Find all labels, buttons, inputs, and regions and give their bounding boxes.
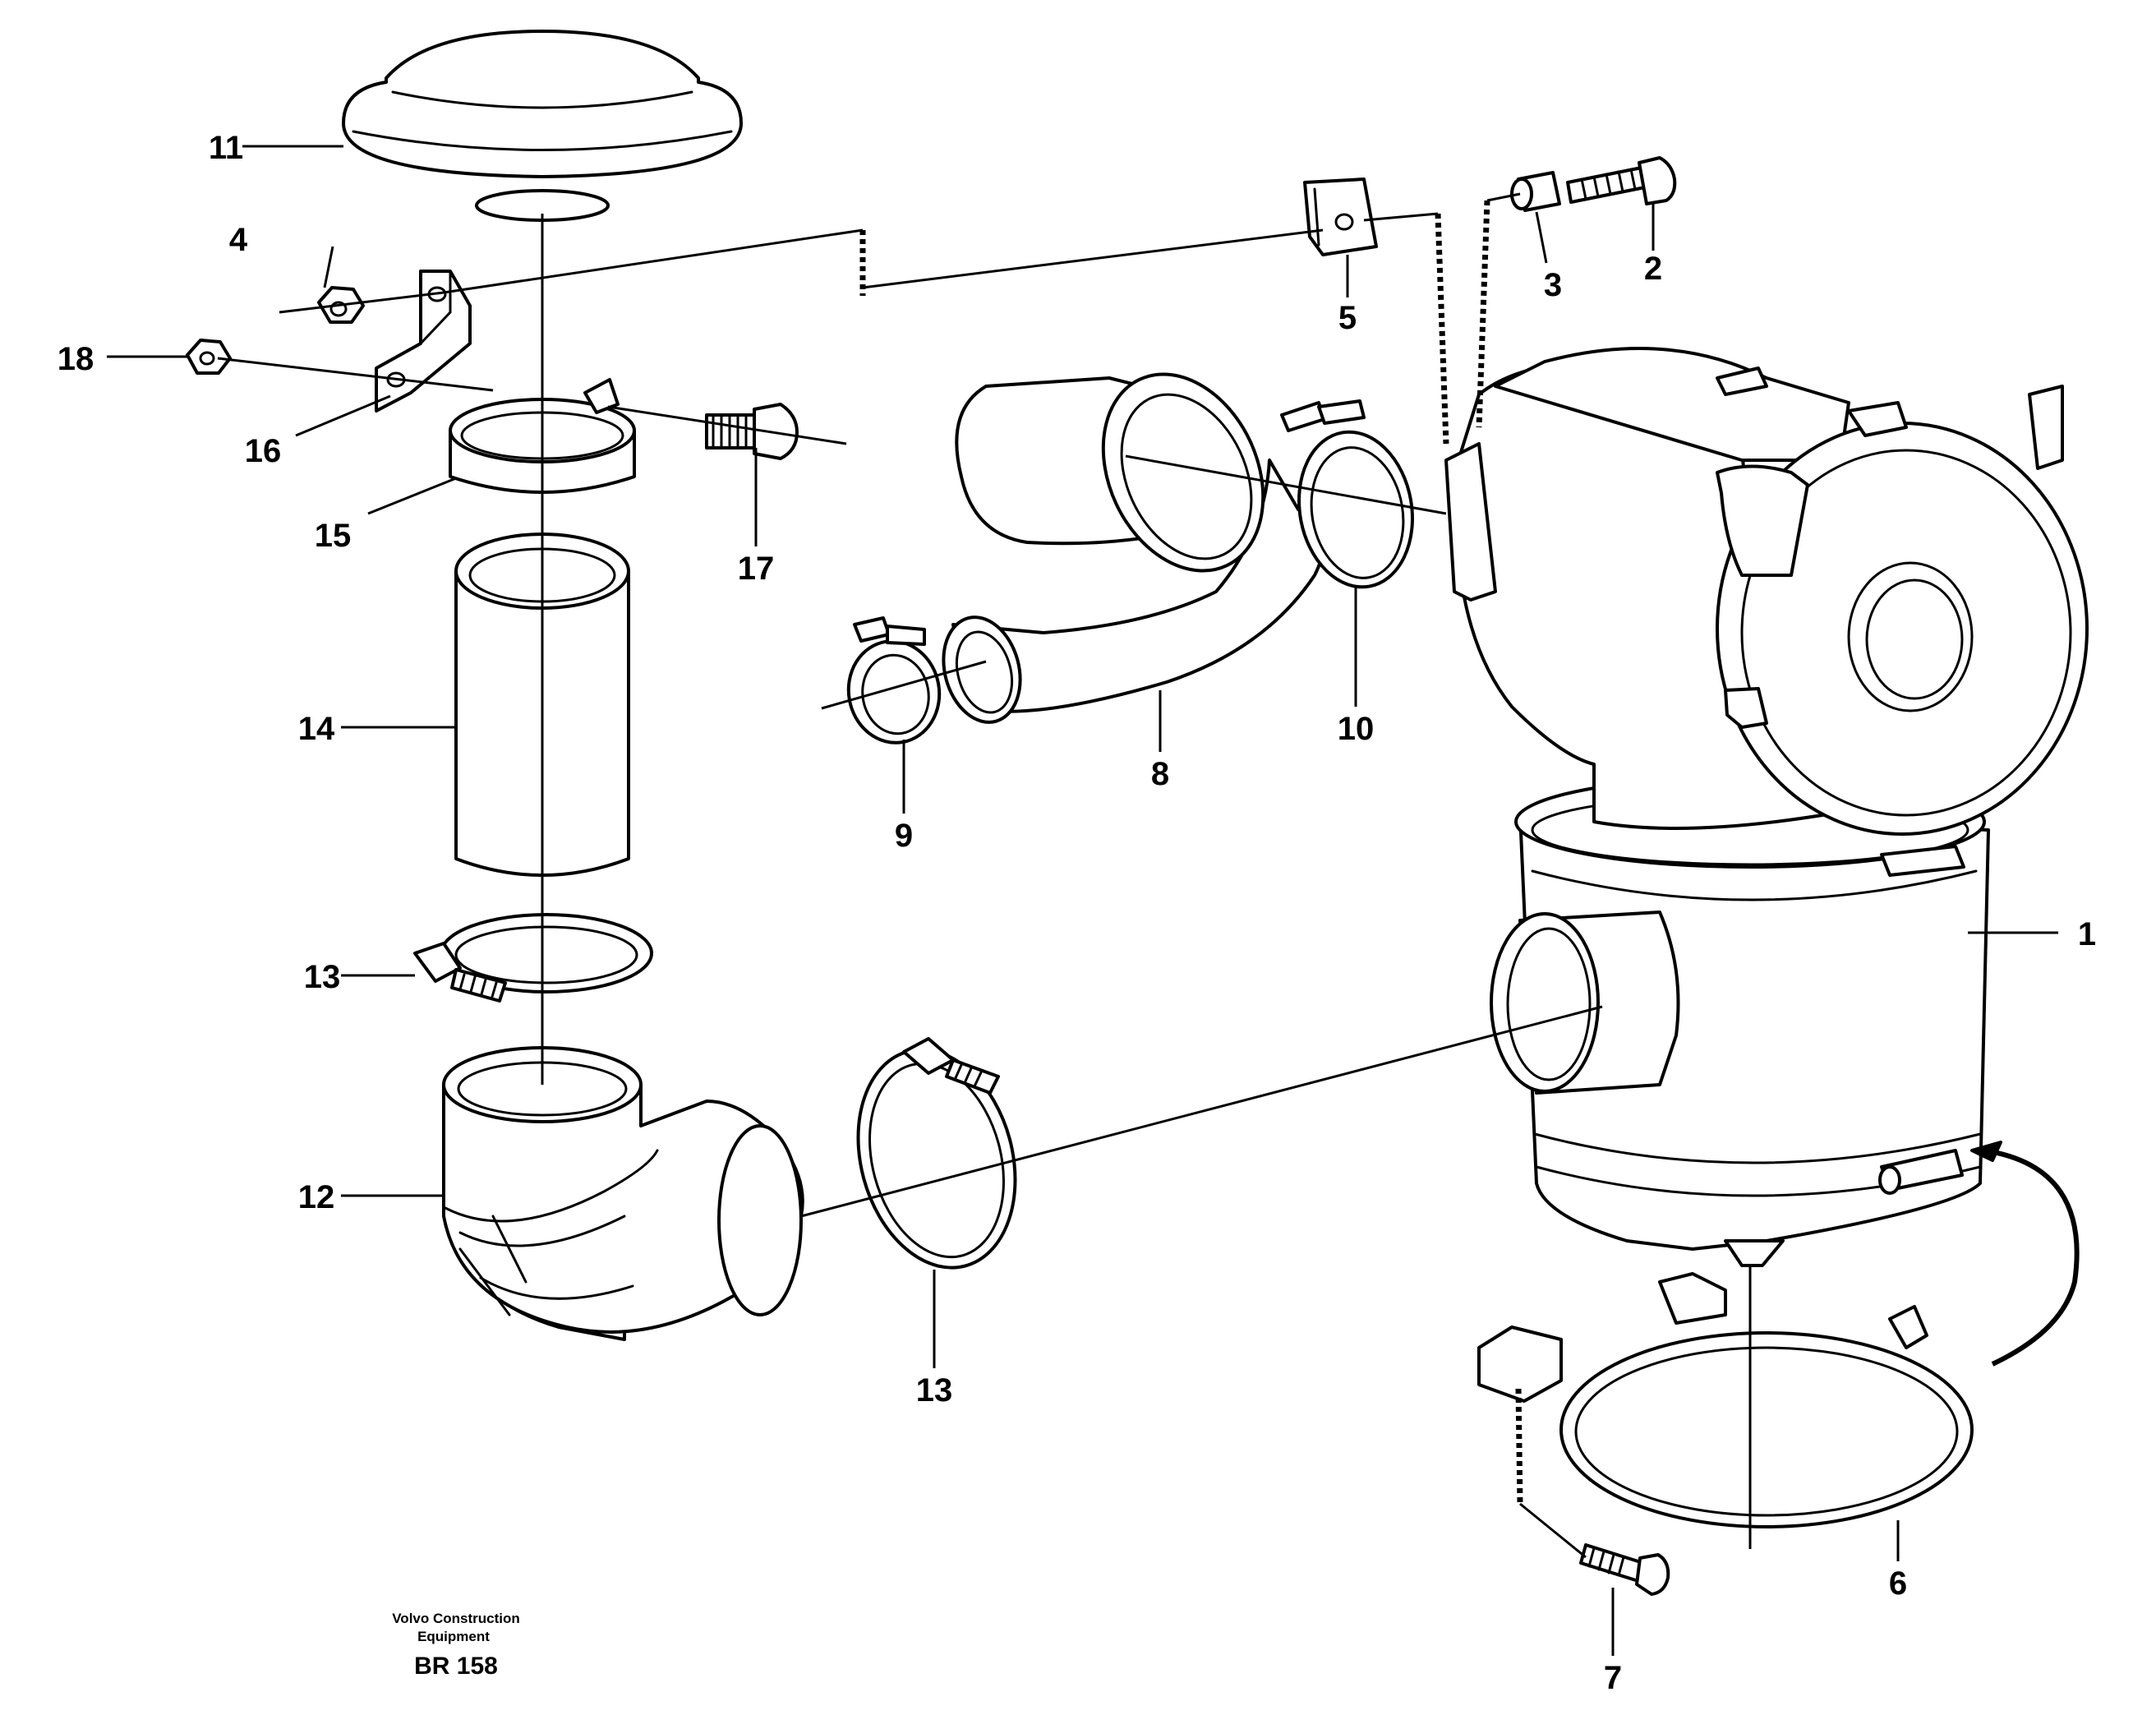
callout-13-upper: 13 [304, 959, 341, 995]
callout-14: 14 [298, 711, 335, 747]
bolt-part-2 [1566, 156, 1677, 205]
bracket-part-16 [375, 270, 472, 413]
caption-block: Volvo Construction Equipment BR 158 [392, 1611, 520, 1680]
callout-16: 16 [245, 433, 282, 469]
callout-2: 2 [1644, 251, 1662, 287]
hose-clamp-part-13-upper [413, 913, 653, 1003]
callout-7: 7 [1604, 1660, 1622, 1696]
callout-8: 8 [1151, 756, 1169, 792]
callout-9: 9 [895, 818, 913, 854]
hose-clamp-part-13-lower [856, 1037, 1017, 1270]
callout-leaders [107, 145, 2058, 1656]
nut-part-18 [186, 339, 232, 375]
clamp-part-9 [846, 616, 942, 745]
callout-numbers: 1 2 3 4 5 6 7 8 9 10 11 12 13 13 14 15 1… [58, 130, 2096, 1696]
rotation-arrow [1983, 1148, 2080, 1367]
callout-3: 3 [1544, 267, 1562, 303]
caption-company-line1: Volvo Construction [392, 1611, 520, 1626]
callout-12: 12 [298, 1179, 335, 1215]
bolt-part-7 [1579, 1543, 1670, 1596]
callout-4: 4 [229, 222, 248, 258]
spacer-part-3 [1510, 171, 1561, 212]
assembly-lines [217, 192, 1752, 1559]
elbow-connector-part-12 [442, 1046, 804, 1341]
rotation-arrowhead [1970, 1141, 2002, 1162]
callout-15: 15 [315, 518, 352, 554]
mounting-strap-part-6 [1477, 1272, 1974, 1528]
air-cleaner-housing-part-1 [1444, 347, 2089, 1267]
callout-10: 10 [1338, 711, 1375, 747]
callout-6: 6 [1889, 1565, 1907, 1602]
caption-company-line2: Equipment [417, 1629, 490, 1644]
callout-5: 5 [1338, 300, 1357, 336]
caption-code: BR 158 [414, 1653, 498, 1680]
callout-1: 1 [2078, 916, 2096, 952]
callout-13-lower: 13 [916, 1372, 953, 1408]
callout-11: 11 [209, 130, 243, 166]
clamp-part-10 [1280, 399, 1414, 589]
bolt-part-17 [705, 403, 799, 460]
bracket-part-5 [1303, 177, 1378, 256]
bent-hose-part-8 [942, 372, 1326, 724]
callout-17: 17 [738, 551, 775, 587]
callout-18: 18 [58, 341, 94, 377]
cover-cap-part-11 [342, 30, 743, 222]
